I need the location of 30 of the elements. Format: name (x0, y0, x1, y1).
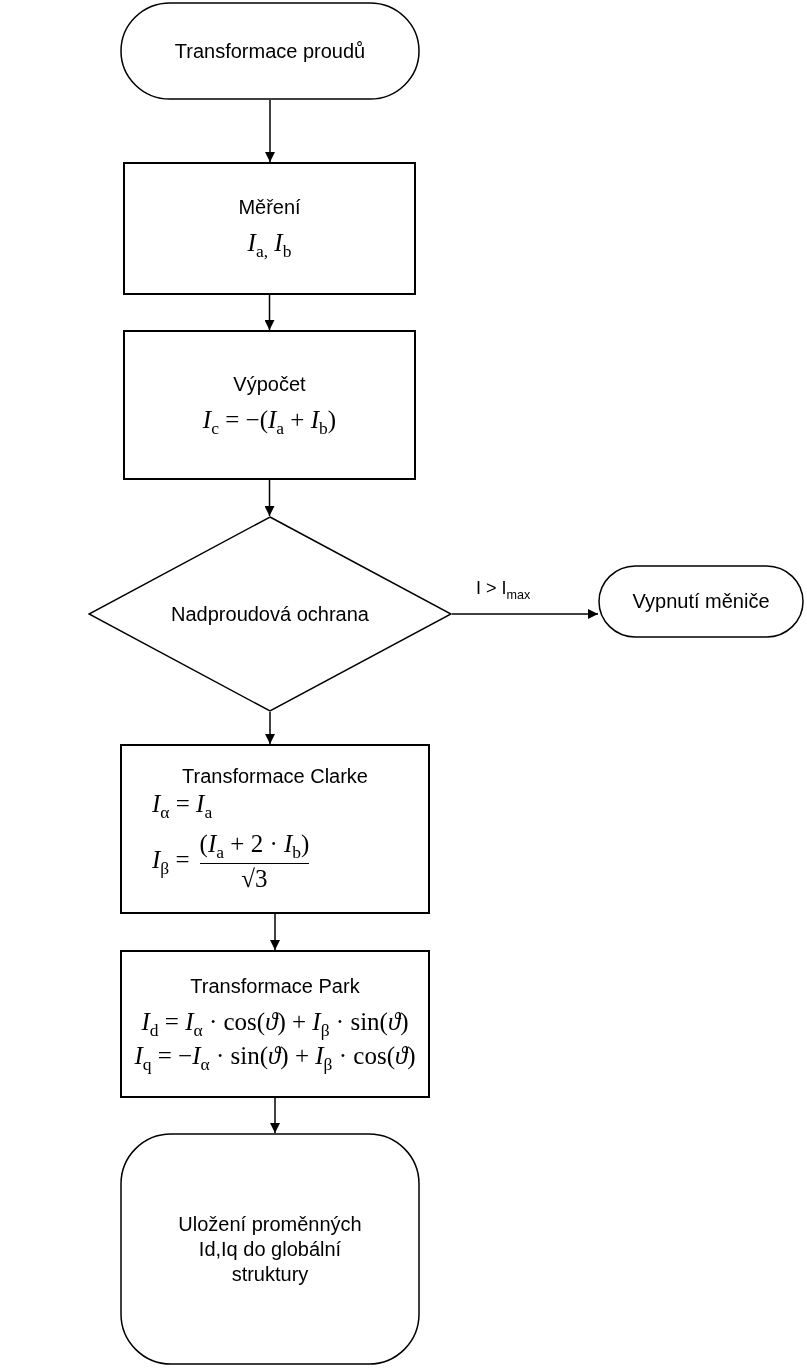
formula: I$_{a,}$ I$_{b}$ (247, 228, 292, 262)
node-title: Transformace Park (190, 973, 360, 999)
arrow (264, 479, 275, 517)
formula: I$_{d}$ = I$_{α}$ · cos(ϑ) + I$_{β}$ · sin(ϑ) (141, 1006, 409, 1041)
arrow (265, 99, 275, 163)
process-box (123, 162, 416, 295)
arrow (265, 711, 275, 745)
fraction-numerator: (I$_{a}$ + 2 · I$_{b}$) (199, 829, 310, 863)
formula: I$_{c}$ = −(I$_{a}$ + I$_{b}$) (202, 404, 337, 439)
fraction-denominator: √3 (241, 864, 268, 894)
node-title: Nadproudová ochrana (171, 601, 369, 627)
process-box (123, 330, 416, 480)
arrow (264, 294, 275, 331)
node-title: Vypnutí měniče (631, 589, 771, 614)
process-box (120, 950, 430, 1098)
node-title: Transformace Clarke (182, 764, 368, 789)
node-title: Měření (238, 195, 301, 220)
edge-label: I > I$_{max}$ (474, 578, 533, 602)
arrow (451, 609, 599, 619)
process-box (120, 744, 430, 914)
arrow (270, 1097, 280, 1134)
formula: I$_{q}$ = −I$_{α}$ · sin(ϑ) + I$_{β}$ · cos(ϑ) (134, 1040, 416, 1075)
decision-diamond (88, 516, 452, 712)
arrow (270, 913, 280, 951)
node-title: Uložení proměnných Id,Iq do globální struktury (177, 1211, 363, 1287)
node-title: Transformace proudů (174, 38, 366, 64)
node-title: Výpočet (233, 371, 306, 397)
formula: I$_{α}$ = I$_{a}$ (152, 789, 213, 823)
formula: I$_{β}$ = (152, 844, 190, 879)
terminal-shape (120, 1133, 420, 1365)
